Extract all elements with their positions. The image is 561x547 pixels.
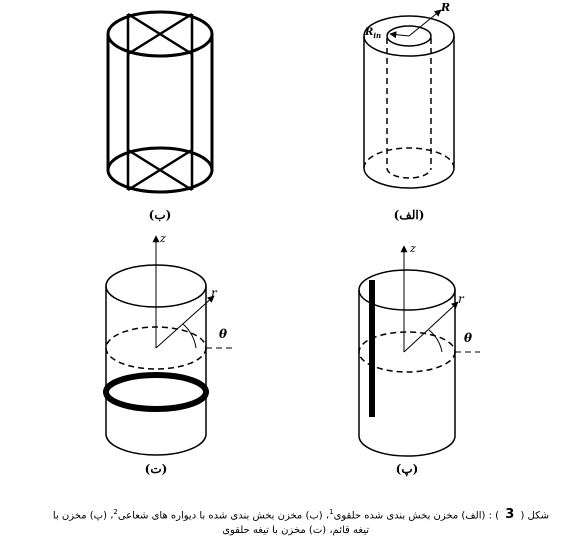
caption-line-1: شکل ( 3 ) : (الف) مخزن بخش بندی شده حلقو… — [9, 505, 549, 523]
panel-p-z-axis-label: z — [409, 242, 416, 255]
caption-footnote-1: 1 — [329, 508, 334, 516]
panel-t-theta-label: θ — [219, 327, 227, 341]
caption-prefix: شکل ( — [520, 510, 549, 522]
ring-baffle — [103, 372, 209, 412]
inner-radius-label: Rin — [364, 27, 381, 40]
caption-line-2: تیغه قائم، (ت) مخزن با تیغه حلقوی — [222, 525, 369, 537]
panel-label-t: (ت) — [144, 462, 168, 476]
panel-t-r-axis-label: r — [211, 286, 218, 300]
caption-text-a: ) : (الف) مخزن بخش بندی شده حلقوی — [333, 510, 500, 522]
inner-radius-symbol: R — [364, 27, 373, 38]
panel-b-cylinder — [106, 10, 214, 194]
panel-t-z-axis-label: z — [159, 232, 166, 245]
panel-label-b: (ب) — [148, 208, 172, 222]
caption-text-c: ، (پ) مخزن با — [52, 510, 114, 522]
figure-caption: شکل ( 3 ) : (الف) مخزن بخش بندی شده حلقو… — [9, 505, 549, 538]
caption-text-b: ، (ب) مخزن بخش بندی شده با دیواره های شع… — [117, 510, 330, 522]
panel-p-r-axis-label: r — [458, 292, 465, 306]
panel-label-a: (الف) — [393, 208, 425, 222]
panel-t-cylinder — [103, 235, 232, 456]
panel-p-theta-label: θ — [464, 331, 472, 345]
caption-footnote-2: 2 — [113, 508, 118, 516]
panel-p-cylinder — [358, 245, 480, 457]
inner-radius-subscript: in — [373, 31, 381, 40]
panel-a-cylinder — [363, 9, 455, 189]
panel-label-p: (پ) — [395, 462, 419, 476]
outer-radius-label: R — [440, 1, 450, 14]
caption-figure-number: 3 — [505, 507, 515, 523]
